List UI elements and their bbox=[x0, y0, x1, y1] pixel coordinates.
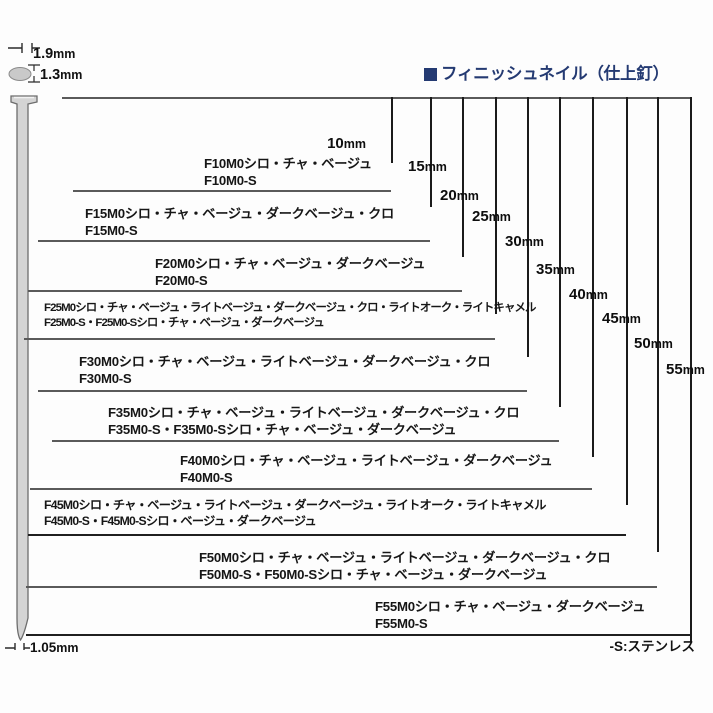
leader-line-15mm bbox=[430, 97, 432, 207]
row-rule-35mm bbox=[52, 440, 559, 442]
length-label-20mm: 20mm bbox=[440, 187, 479, 204]
product-row-20mm-line2: F20M0-S bbox=[155, 273, 208, 289]
product-row-30mm-line2: F30M0-S bbox=[79, 371, 132, 387]
row-rule-15mm bbox=[38, 240, 430, 242]
product-row-55mm-line1: F55M0シロ・チャ・ベージュ・ダークベージュ bbox=[375, 599, 646, 614]
length-label-55mm: 55mm bbox=[666, 361, 705, 378]
row-rule-55mm bbox=[26, 634, 690, 636]
product-row-15mm-line1: F15M0シロ・チャ・ベージュ・ダークベージュ・クロ bbox=[85, 206, 394, 221]
product-row-25mm-line2: F25M0-S・F25M0-Sシロ・チャ・ベージュ・ダークベージュ bbox=[44, 317, 325, 330]
product-row-25mm-line1: F25M0シロ・チャ・ベージュ・ライトベージュ・ダークベージュ・クロ・ライトオー… bbox=[44, 302, 536, 314]
product-row-55mm: F55M0シロ・チャ・ベージュ・ダークベージュ F55M0-S bbox=[375, 598, 645, 633]
row-rule-10mm bbox=[73, 190, 391, 192]
leader-line-55mm bbox=[690, 97, 692, 642]
finish-nail-illustration bbox=[5, 43, 40, 650]
nail-body bbox=[10, 95, 38, 642]
length-label-45mm: 45mm bbox=[602, 310, 641, 327]
head-height-label: 1.3mm bbox=[40, 67, 83, 83]
product-row-50mm: F50M0シロ・チャ・ベージュ・ライトベージュ・ダークベージュ・クロ F50M0… bbox=[199, 549, 611, 584]
product-row-30mm: F30M0シロ・チャ・ベージュ・ライトベージュ・ダークベージュ・クロ F30M0… bbox=[79, 353, 491, 388]
head-width-dimension-marks bbox=[8, 43, 40, 53]
product-row-40mm-line1: F40M0シロ・チャ・ベージュ・ライトベージュ・ダークベージュ bbox=[180, 453, 553, 468]
diagram-title: フィニッシュネイル（仕上釘） bbox=[424, 66, 669, 83]
product-row-35mm-line1: F35M0シロ・チャ・ベージュ・ライトベージュ・ダークベージュ・クロ bbox=[108, 405, 520, 420]
product-row-45mm-line2: F45M0-S・F45M0-Sシロ・ベージュ・ダークベージュ bbox=[44, 514, 317, 529]
product-row-35mm: F35M0シロ・チャ・ベージュ・ライトベージュ・ダークベージュ・クロ F35M0… bbox=[108, 404, 520, 439]
row-rule-25mm bbox=[24, 338, 495, 340]
product-row-40mm-line2: F40M0-S bbox=[180, 470, 233, 486]
row-rule-45mm bbox=[28, 534, 626, 536]
length-label-35mm: 35mm bbox=[536, 261, 575, 278]
product-row-15mm: F15M0シロ・チャ・ベージュ・ダークベージュ・クロ F15M0-S bbox=[85, 205, 394, 240]
product-row-45mm: F45M0シロ・チャ・ベージュ・ライトベージュ・ダークベージュ・ライトオーク・ラ… bbox=[44, 497, 546, 529]
product-row-30mm-line1: F30M0シロ・チャ・ベージュ・ライトベージュ・ダークベージュ・クロ bbox=[79, 354, 491, 369]
leader-line-10mm bbox=[391, 97, 393, 163]
row-rule-50mm bbox=[26, 586, 657, 588]
length-label-10mm: 10mm bbox=[327, 135, 366, 152]
length-label-40mm: 40mm bbox=[569, 286, 608, 303]
leader-line-20mm bbox=[462, 97, 464, 257]
title-text: フィニッシュネイル（仕上釘） bbox=[441, 65, 669, 83]
row-rule-40mm bbox=[30, 488, 592, 490]
title-bullet-square-icon bbox=[424, 67, 437, 81]
leader-line-25mm bbox=[495, 97, 497, 314]
product-row-25mm: F25M0シロ・チャ・ベージュ・ライトベージュ・ダークベージュ・クロ・ライトオー… bbox=[44, 301, 536, 331]
stainless-footnote: -S:ステンレス bbox=[609, 639, 696, 654]
length-label-15mm: 15mm bbox=[408, 158, 447, 175]
top-rule bbox=[62, 97, 690, 99]
leader-line-30mm bbox=[527, 97, 529, 357]
product-row-45mm-line1: F45M0シロ・チャ・ベージュ・ライトベージュ・ダークベージュ・ライトオーク・ラ… bbox=[44, 498, 546, 512]
shaft-width-label: 1.05mm bbox=[30, 640, 79, 655]
product-row-50mm-line2: F50M0-S・F50M0-Sシロ・チャ・ベージュ・ダークベージュ bbox=[199, 567, 548, 583]
head-thickness-dimension-marks bbox=[28, 64, 40, 83]
length-label-50mm: 50mm bbox=[634, 335, 673, 352]
product-row-10mm-line2: F10M0-S bbox=[204, 173, 257, 189]
row-rule-20mm bbox=[28, 290, 462, 292]
leader-line-35mm bbox=[559, 97, 561, 407]
product-row-35mm-line2: F35M0-S・F35M0-Sシロ・チャ・ベージュ・ダークベージュ bbox=[108, 422, 457, 438]
product-row-10mm: F10M0シロ・チャ・ベージュ F10M0-S bbox=[204, 155, 372, 190]
product-row-10mm-line1: F10M0シロ・チャ・ベージュ bbox=[204, 156, 372, 171]
product-row-20mm: F20M0シロ・チャ・ベージュ・ダークベージュ F20M0-S bbox=[155, 255, 425, 290]
head-width-label: 1.9mm bbox=[33, 46, 76, 62]
leader-line-40mm bbox=[592, 97, 594, 457]
leader-line-50mm bbox=[657, 97, 659, 552]
row-rule-30mm bbox=[38, 390, 527, 392]
length-label-30mm: 30mm bbox=[505, 233, 544, 250]
length-label-25mm: 25mm bbox=[472, 208, 511, 225]
product-row-40mm: F40M0シロ・チャ・ベージュ・ライトベージュ・ダークベージュ F40M0-S bbox=[180, 452, 553, 487]
product-row-15mm-line2: F15M0-S bbox=[85, 223, 138, 239]
product-row-55mm-line2: F55M0-S bbox=[375, 616, 428, 632]
product-row-50mm-line1: F50M0シロ・チャ・ベージュ・ライトベージュ・ダークベージュ・クロ bbox=[199, 550, 611, 565]
shaft-width-dimension-marks bbox=[5, 643, 30, 650]
product-row-20mm-line1: F20M0シロ・チャ・ベージュ・ダークベージュ bbox=[155, 256, 426, 271]
nail-head-detail bbox=[8, 67, 32, 81]
leader-line-45mm bbox=[626, 97, 628, 505]
